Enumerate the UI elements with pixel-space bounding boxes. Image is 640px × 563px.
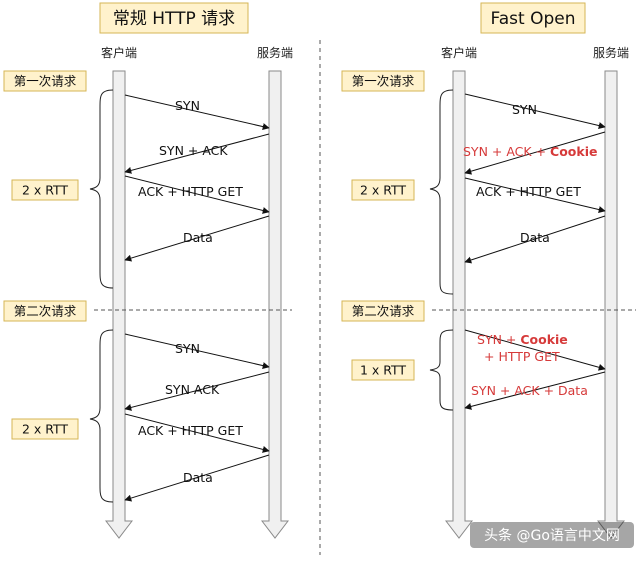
left-arrow-data-2 <box>124 454 270 502</box>
right-client-lifeline <box>444 70 474 539</box>
right-first-rtt-box <box>351 179 415 201</box>
right-first-request-box <box>341 70 425 92</box>
right-msg-ack-get: ACK + HTTP GET <box>476 184 581 199</box>
right-second-brace <box>429 329 454 411</box>
left-server-lifeline <box>260 70 290 539</box>
right-panel: Fast Open 客户端 服务端 第一次请求 2 x RTT SYN SYN … <box>341 2 636 539</box>
right-first-request-label: 第一次请求 <box>352 74 415 89</box>
right-msg-http-get: + HTTP GET <box>484 349 560 364</box>
right-msg-syn: SYN <box>512 102 537 117</box>
right-msg-syn-prefix: SYN + <box>477 332 520 347</box>
watermark-bg <box>470 522 634 548</box>
left-client-label: 客户端 <box>101 45 137 60</box>
right-msg-synack-cookie: SYN + ACK + Cookie <box>463 144 597 159</box>
left-arrow-syn <box>124 94 270 131</box>
left-second-rtt-box <box>11 418 79 440</box>
left-msg-data: Data <box>183 230 213 245</box>
left-second-rtt: 2 x RTT <box>22 422 68 437</box>
right-msg-synack-data: SYN + ACK + Data <box>471 383 588 398</box>
left-first-rtt: 2 x RTT <box>22 183 68 198</box>
left-second-brace <box>89 329 114 503</box>
watermark: 头条 @Go语言中文网 <box>470 522 634 548</box>
right-server-label: 服务端 <box>593 45 629 60</box>
left-title-box <box>99 2 249 34</box>
left-msg-synack-2: SYN ACK <box>165 382 220 397</box>
right-arrow-syn-cookie-get <box>464 329 606 371</box>
left-first-rtt-box <box>11 179 79 201</box>
left-msg-synack: SYN + ACK <box>159 143 228 158</box>
right-first-rtt: 2 x RTT <box>360 183 406 198</box>
left-client-lifeline <box>104 70 134 539</box>
right-msg-data: Data <box>520 230 550 245</box>
right-arrow-ack-get <box>464 177 606 213</box>
left-msg-syn: SYN <box>175 98 200 113</box>
left-first-brace <box>89 89 114 289</box>
right-title-box <box>480 2 586 34</box>
watermark-text: 头条 @Go语言中文网 <box>484 527 620 544</box>
right-arrow-data <box>464 215 606 264</box>
left-second-request-label: 第二次请求 <box>14 304 77 319</box>
right-second-rtt: 1 x RTT <box>360 363 406 378</box>
right-arrow-synack-cookie <box>464 131 606 175</box>
left-arrow-synack-2 <box>124 371 270 411</box>
right-msg-synack-prefix: SYN + ACK + <box>463 144 550 159</box>
left-arrow-ack-get-2 <box>124 413 270 453</box>
left-arrow-syn-2 <box>124 333 270 370</box>
left-title: 常规 HTTP 请求 <box>113 9 235 29</box>
left-arrow-data <box>124 215 270 262</box>
left-msg-syn-2: SYN <box>175 341 200 356</box>
left-second-request-box <box>3 300 87 322</box>
left-msg-data-2: Data <box>183 470 213 485</box>
left-arrow-synack <box>124 133 270 174</box>
left-first-request-label: 第一次请求 <box>14 74 77 89</box>
right-second-rtt-box <box>351 359 415 381</box>
left-msg-ack-get: ACK + HTTP GET <box>138 184 243 199</box>
right-first-brace <box>429 89 454 295</box>
left-first-request-box <box>3 70 87 92</box>
right-msg-cookie-2: Cookie <box>520 332 567 347</box>
left-panel: 常规 HTTP 请求 客户端 服务端 第一次请求 2 x RTT SYN SYN… <box>3 2 293 539</box>
right-second-request-label: 第二次请求 <box>352 304 415 319</box>
right-client-label: 客户端 <box>441 45 477 60</box>
right-server-lifeline <box>596 70 626 539</box>
right-second-request-box <box>341 300 425 322</box>
right-title: Fast Open <box>491 9 576 29</box>
right-msg-syn-cookie: SYN + Cookie <box>477 332 568 347</box>
left-server-label: 服务端 <box>257 45 293 60</box>
left-arrow-ack-get <box>124 175 270 214</box>
left-msg-ack-get-2: ACK + HTTP GET <box>138 423 243 438</box>
right-arrow-synack-data <box>464 371 606 410</box>
right-arrow-syn <box>464 93 606 129</box>
right-msg-cookie: Cookie <box>550 144 597 159</box>
